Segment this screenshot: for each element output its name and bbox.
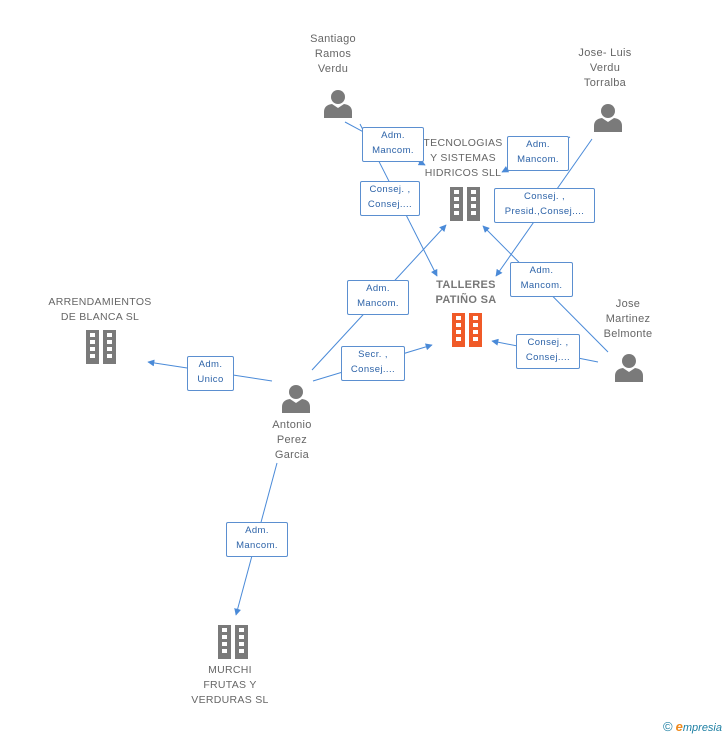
node-jose-luis[interactable]: Jose- Luis Verdu Torralba (563, 46, 647, 91)
relation-antonio-tecnologias[interactable]: Adm. Mancom. (347, 280, 409, 315)
person-icon[interactable] (281, 383, 311, 418)
person-icon[interactable] (614, 352, 644, 387)
person-icon[interactable] (593, 102, 623, 137)
company-name: TALLERES PATIÑO SA (435, 279, 497, 306)
relation-antonio-arrendamientos[interactable]: Adm. Unico (187, 356, 234, 391)
footer-brand: © empresia (663, 719, 722, 734)
person-name: Antonio Perez Garcia (272, 419, 312, 461)
company-name: ARRENDAMIENTOS DE BLANCA SL (48, 296, 152, 323)
company-icon[interactable] (449, 187, 481, 228)
copyright-icon: © (662, 719, 673, 734)
relation-santiago-tecnologias[interactable]: Adm. Mancom. (362, 127, 424, 162)
node-murchi[interactable]: MURCHI FRUTAS Y VERDURAS SL (180, 663, 280, 708)
node-talleres[interactable]: TALLERES PATIÑO SA (418, 278, 514, 308)
relation-josemartinez-tecnologias[interactable]: Adm. Mancom. (510, 262, 573, 297)
node-tecnologias[interactable]: TECNOLOGIAS Y SISTEMAS HIDRICOS SLL (410, 136, 516, 181)
person-name: Jose- Luis Verdu Torralba (578, 47, 632, 89)
relation-joseluis-talleres[interactable]: Consej. , Presid.,Consej.... (494, 188, 595, 223)
brand-logo-text: mpresia (682, 722, 722, 734)
node-jose-martinez[interactable]: Jose Martinez Belmonte (590, 297, 666, 342)
relation-santiago-talleres[interactable]: Consej. , Consej.... (360, 181, 420, 216)
node-arrendamientos[interactable]: ARRENDAMIENTOS DE BLANCA SL (40, 295, 160, 325)
company-name: MURCHI FRUTAS Y VERDURAS SL (191, 664, 269, 706)
relation-antonio-murchi[interactable]: Adm. Mancom. (226, 522, 288, 557)
node-santiago[interactable]: Santiago Ramos Verdu (293, 32, 373, 77)
relation-antonio-talleres[interactable]: Secr. , Consej.... (341, 346, 405, 381)
node-antonio[interactable]: Antonio Perez Garcia (254, 418, 330, 463)
person-name: Jose Martinez Belmonte (603, 298, 653, 340)
person-name: Santiago Ramos Verdu (310, 33, 356, 75)
company-name: TECNOLOGIAS Y SISTEMAS HIDRICOS SLL (423, 137, 503, 179)
company-icon[interactable] (451, 313, 483, 354)
company-icon[interactable] (217, 625, 249, 666)
person-icon[interactable] (323, 88, 353, 123)
brand-logo-e: e (675, 719, 683, 734)
relation-joseluis-tecnologias[interactable]: Adm. Mancom. (507, 136, 569, 171)
relation-josemartinez-talleres[interactable]: Consej. , Consej.... (516, 334, 580, 369)
company-icon[interactable] (85, 330, 117, 371)
